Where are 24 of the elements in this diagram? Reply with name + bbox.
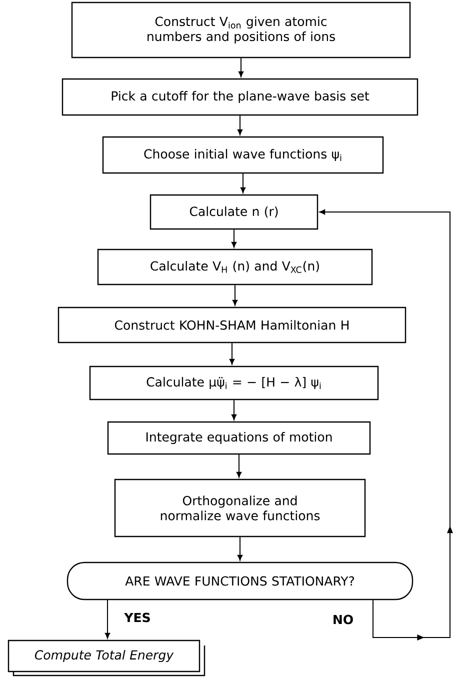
process-box: Orthogonalize and normalize wave functions — [114, 478, 366, 538]
process-box: Integrate equations of motion — [107, 421, 371, 455]
arrow — [237, 115, 243, 136]
edge-label: NO — [331, 614, 355, 626]
process-box: Pick a cutoff for the plane-wave basis set — [62, 78, 418, 116]
arrow — [231, 400, 237, 420]
process-box: Calculate n (r) — [150, 194, 318, 230]
arrow — [229, 342, 235, 365]
process-box: Construct KOHN-SHAM Hamiltonian H — [58, 306, 406, 344]
terminal-box: Compute Total Energy — [8, 640, 206, 676]
arrow — [238, 58, 244, 78]
arrow — [231, 229, 237, 248]
decision-box: ARE WAVE FUNCTIONS STATIONARY? — [66, 562, 414, 600]
arrow — [237, 536, 243, 561]
arrow — [236, 454, 242, 478]
arrow — [240, 173, 246, 194]
process-box: Choose initial wave functions ψ$_{i}$ — [102, 136, 384, 174]
arrow — [232, 284, 238, 306]
arrow — [319, 209, 453, 640]
arrow — [104, 599, 110, 639]
process-box: Calculate μψ̈$_{i}$ = − [H − λ] ψ$_{i}$ — [89, 366, 379, 400]
process-box: Construct V$_{ion}$ given atomic numbers and positions of ions — [71, 2, 411, 58]
edge-label: YES — [123, 612, 152, 624]
process-box: Calculate V$_{H}$ (n) and V$_{XC}$(n) — [97, 248, 373, 286]
